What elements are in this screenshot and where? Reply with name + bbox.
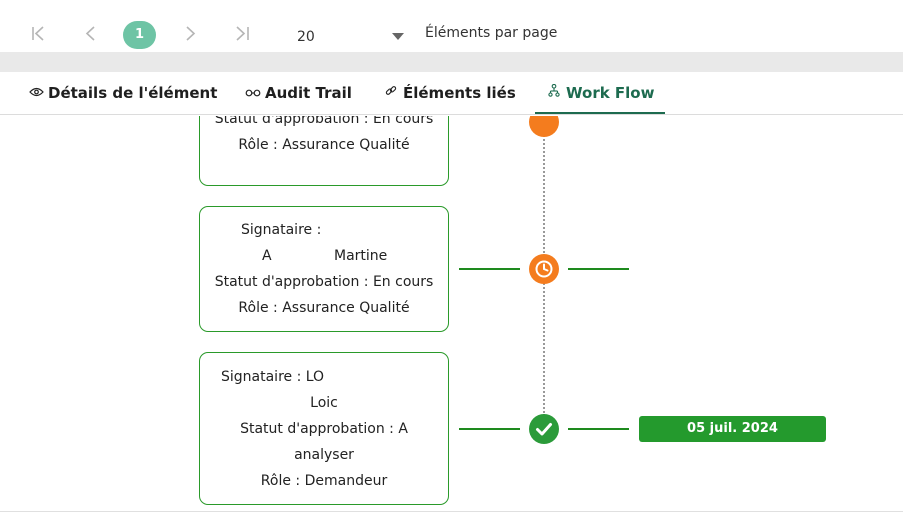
- eye-icon: [28, 86, 44, 100]
- step-connector-left: [459, 428, 520, 430]
- tab-linked-elements[interactable]: Éléments liés: [383, 84, 516, 114]
- tab-bar: Détails de l'élément Audit Trail Élément…: [0, 72, 903, 115]
- bottom-divider: [0, 511, 903, 512]
- toolbar-separator: [0, 52, 903, 72]
- check-icon: [529, 414, 559, 444]
- tab-element-details[interactable]: Détails de l'élément: [28, 84, 217, 114]
- tab-label: Éléments liés: [403, 84, 516, 102]
- pagination-bar: 1 20 Éléments par page: [0, 0, 903, 52]
- workflow-timeline: Statut d'approbation : En cours Rôle : A…: [0, 116, 903, 513]
- signer-name: Loic: [310, 395, 338, 411]
- role: Rôle : Demandeur: [260, 473, 388, 489]
- step-connector-left: [459, 268, 520, 270]
- role: Rôle : Assurance Qualité: [238, 137, 410, 153]
- step-date-badge: 05 juil. 2024: [639, 416, 826, 442]
- workflow-step-card: Signataire : A Martine Statut d'approbat…: [199, 206, 449, 332]
- tab-audit-trail[interactable]: Audit Trail: [245, 84, 352, 114]
- approval-status: Statut d'approbation : En cours: [214, 116, 434, 127]
- page-size-select[interactable]: 20: [297, 29, 315, 45]
- clock-icon: [529, 254, 559, 284]
- last-page-icon[interactable]: [228, 20, 256, 48]
- first-page-icon[interactable]: [25, 20, 53, 48]
- signer-last-name: Martine: [334, 248, 388, 264]
- role: Rôle : Assurance Qualité: [238, 300, 410, 316]
- tab-label: Work Flow: [566, 84, 655, 102]
- current-page-button[interactable]: 1: [123, 21, 156, 49]
- next-page-icon[interactable]: [176, 20, 204, 48]
- step-connector-right: [568, 428, 629, 430]
- tab-work-flow[interactable]: Work Flow: [546, 83, 655, 114]
- signer-line: Signataire : LO: [221, 369, 325, 385]
- signer-first-name: A: [262, 248, 272, 264]
- link-icon: [383, 85, 399, 100]
- chevron-down-icon[interactable]: [392, 33, 404, 40]
- step-connector-right: [568, 268, 629, 270]
- per-page-label: Éléments par page: [425, 25, 558, 41]
- active-tab-indicator: [535, 112, 665, 114]
- previous-page-icon[interactable]: [77, 20, 105, 48]
- approval-status: Statut d'approbation : A: [240, 421, 408, 437]
- workflow-step-card: Statut d'approbation : En cours Rôle : A…: [199, 116, 449, 186]
- approval-status: Statut d'approbation : En cours: [214, 274, 434, 290]
- tab-label: Audit Trail: [265, 84, 352, 102]
- glasses-icon: [245, 86, 261, 100]
- approval-status-continued: analyser: [294, 447, 354, 463]
- workflow-step-card: Signataire : LO Loic Statut d'approbatio…: [199, 352, 449, 505]
- workflow-icon: [546, 83, 562, 100]
- signer-name: A Martine: [200, 243, 448, 269]
- pending-status-icon: [529, 116, 559, 137]
- signer-label: Signataire :: [241, 222, 322, 238]
- tab-label: Détails de l'élément: [48, 84, 218, 102]
